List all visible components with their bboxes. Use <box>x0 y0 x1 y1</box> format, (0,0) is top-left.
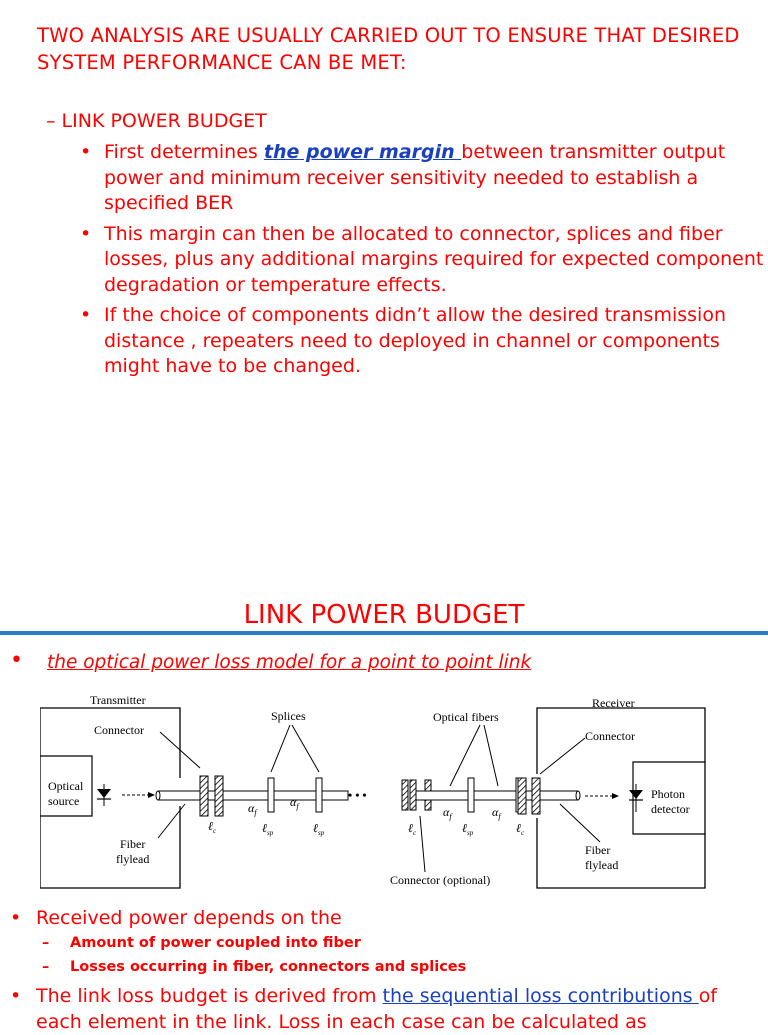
sub-sp-2: sp <box>318 829 325 837</box>
sub-f-2: f <box>296 802 300 811</box>
bullet-item-loss-model: • the optical power loss model for a poi… <box>10 648 531 673</box>
bullet1-pre: First determines <box>104 141 264 163</box>
svg-text:ℓsp: ℓsp <box>313 821 325 837</box>
ellipsis: • • • <box>348 788 367 802</box>
losses-text: Losses occurring in fiber, connectors an… <box>70 959 467 975</box>
fiber-right <box>415 790 579 801</box>
ell-sp-label-1: ℓ <box>262 821 267 835</box>
ell-sp-label-3: ℓ <box>462 821 467 835</box>
fiber-flylead-right-label-1: Fiber <box>585 843 610 857</box>
splice-3 <box>467 777 475 813</box>
alpha-f-label-3: α <box>443 805 450 819</box>
photodiode-icon <box>629 784 643 812</box>
ell-c-label-1: ℓ <box>208 819 213 833</box>
alpha-f-label-4: α <box>492 805 499 819</box>
ell-c-label-2: ℓ <box>408 821 413 835</box>
splices-label: Splices <box>271 709 306 723</box>
slide-title: LINK POWER BUDGET <box>243 600 525 630</box>
sub-f-1: f <box>254 808 258 817</box>
bullet-item-power-margin: • First determines the power margin betw… <box>80 140 765 217</box>
connector-right-label: Connector <box>585 729 635 743</box>
connector-optional-a <box>401 779 409 811</box>
photon-detector-box <box>632 761 705 835</box>
bullet-dot: • <box>10 985 22 1007</box>
optical-source-box <box>40 755 93 817</box>
sequential-loss-link[interactable]: the sequential loss contributions <box>382 985 699 1007</box>
ell-c-label-3: ℓ <box>516 821 521 835</box>
fiber-flylead-left-label-1: Fiber <box>120 837 145 851</box>
svg-text:ℓsp: ℓsp <box>462 821 474 837</box>
connector-left-b <box>214 775 224 817</box>
optical-source-label-2: source <box>48 794 79 808</box>
bullet-item-margin-allocation: • This margin can then be allocated to c… <box>80 222 765 299</box>
bullet-item-link-loss: • The link loss budget is derived from t… <box>10 983 768 1035</box>
svg-text:αf: αf <box>492 805 502 821</box>
led-icon <box>97 784 111 806</box>
link-loss-post: of <box>698 985 718 1007</box>
alpha-f-label-2: α <box>290 795 297 809</box>
power-margin-link[interactable]: the power margin <box>263 141 462 163</box>
link-loss-pre: The link loss budget is derived from <box>36 985 383 1007</box>
sub-item-losses: – Losses occurring in fiber, connectors … <box>42 955 768 979</box>
bullet3-text: If the choice of components didn’t allow… <box>104 304 726 377</box>
subheading-link-power-budget: – LINK POWER BUDGET <box>46 110 267 132</box>
link-loss-line2: each element in the link. Loss in each c… <box>36 1011 647 1033</box>
optical-source-label-1: Optical <box>48 779 84 793</box>
title-underline-rule <box>0 631 768 635</box>
loss-model-text: the optical power loss model for a point… <box>47 652 532 673</box>
fiber-flylead-right-label-2: flylead <box>585 858 618 872</box>
connector-optional-label: Connector (optional) <box>390 873 490 887</box>
optical-fibers-label: Optical fibers <box>433 710 499 724</box>
connector-left-label: Connector <box>94 723 144 737</box>
sub-c-3: c <box>521 829 525 837</box>
bullet-item-repeaters: • If the choice of components didn’t all… <box>80 303 765 380</box>
svg-text:ℓc: ℓc <box>408 821 417 837</box>
connector-right-b <box>531 777 541 815</box>
splice-2 <box>315 777 323 813</box>
bullet-dot: • <box>10 648 23 673</box>
bullet-dot: • <box>80 222 92 245</box>
connector-left-a <box>199 775 209 817</box>
bullet-dot: • <box>80 304 92 326</box>
svg-text:ℓc: ℓc <box>208 819 217 835</box>
bullet2-text: This margin can then be allocated to con… <box>104 222 764 296</box>
dash-marker: – <box>42 959 50 975</box>
bullet-dot: • <box>80 141 92 163</box>
connector-right-a <box>517 777 527 815</box>
sub-f-3: f <box>449 812 453 821</box>
svg-text:αf: αf <box>248 801 258 817</box>
intro-text: TWO ANALYSIS ARE USUALLY CARRIED OUT TO … <box>37 24 740 74</box>
transmitter-box <box>40 707 181 889</box>
sub-item-power-coupled: – Amount of power coupled into fiber <box>42 931 768 955</box>
link-loss-text: The link loss budget is derived from the… <box>36 983 768 1009</box>
svg-text:αf: αf <box>443 805 453 821</box>
power-loss-diagram: Transmitter Optical source • • • Receive… <box>40 693 706 889</box>
bullet-dot: • <box>10 907 22 929</box>
svg-text:ℓc: ℓc <box>516 821 525 837</box>
ell-sp-label-2: ℓ <box>313 821 318 835</box>
svg-text:αf: αf <box>290 795 300 811</box>
sub-c-1: c <box>213 827 217 835</box>
svg-text:ℓsp: ℓsp <box>262 821 274 837</box>
alpha-f-label-1: α <box>248 801 255 815</box>
photon-detector-label-2: detector <box>651 802 690 816</box>
sub-f-4: f <box>498 812 502 821</box>
sub-sp-3: sp <box>467 829 474 837</box>
bottom-bullets: • Received power depends on the – Amount… <box>10 905 768 1035</box>
photon-detector-label-1: Photon <box>651 787 685 801</box>
sub-sp-1: sp <box>267 829 274 837</box>
bullet-list: • First determines the power margin betw… <box>80 140 765 385</box>
transmitter-label: Transmitter <box>90 693 146 707</box>
receiver-box <box>536 707 706 889</box>
splice-1 <box>267 777 275 813</box>
connector-optional-b <box>409 779 417 811</box>
received-power-text: Received power depends on the <box>36 907 342 929</box>
bullet1-post: between transmitter output power and min… <box>104 141 726 214</box>
bullet-item-received-power: • Received power depends on the <box>10 905 768 931</box>
receiver-label: Receiver <box>592 696 635 710</box>
sub-c-2: c <box>413 829 417 837</box>
fiber-flylead-left-label-2: flylead <box>116 852 149 866</box>
power-coupled-text: Amount of power coupled into fiber <box>70 935 361 951</box>
dash-marker: – <box>42 935 50 951</box>
